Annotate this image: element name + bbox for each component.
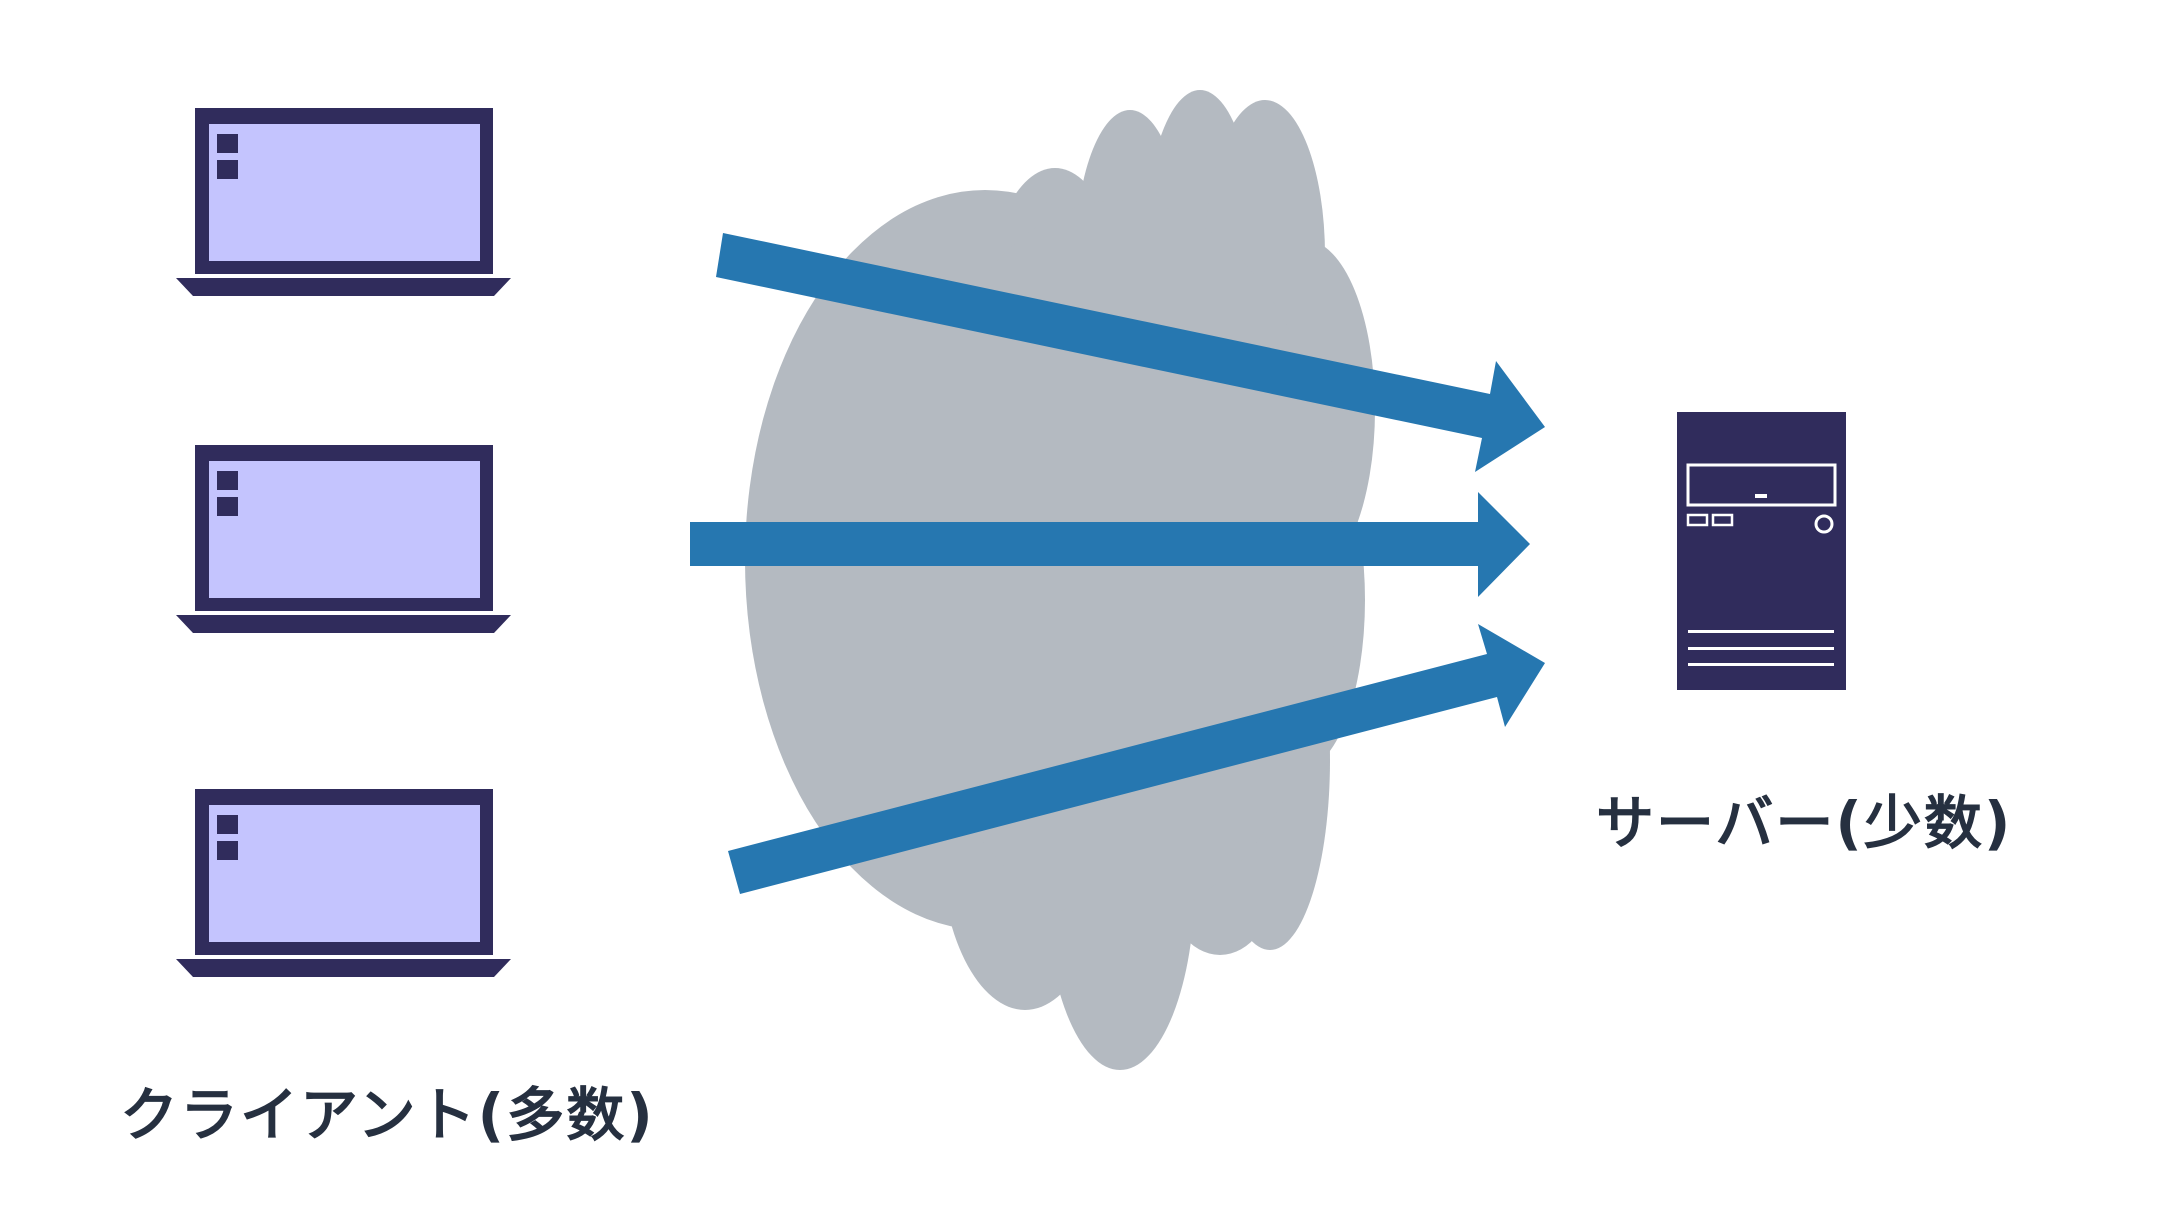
client-laptop-3-icon bbox=[176, 789, 511, 977]
clients-label: クライアント(多数) bbox=[120, 1081, 655, 1149]
request-arrow-top bbox=[716, 233, 1545, 472]
network-cloud-icon bbox=[745, 90, 1375, 1070]
server-tower-icon bbox=[1677, 412, 1846, 690]
request-arrow-middle bbox=[690, 492, 1530, 597]
client-laptop-1-icon bbox=[176, 108, 511, 296]
client-laptop-2-icon bbox=[176, 445, 511, 633]
request-arrow-bottom bbox=[728, 624, 1545, 894]
servers-label: サーバー(少数) bbox=[1596, 789, 2013, 857]
